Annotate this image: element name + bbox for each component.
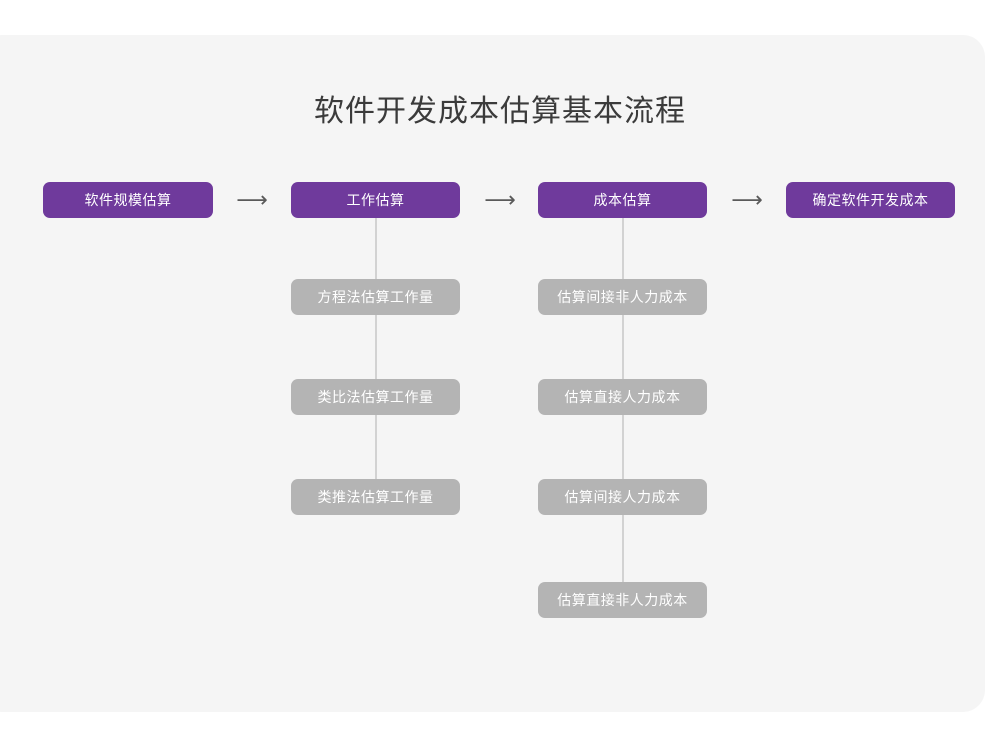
- flow-node-determine-development-cost[interactable]: 确定软件开发成本: [786, 182, 955, 218]
- substep-node-inference-method-effort[interactable]: 类推法估算工作量: [291, 479, 460, 515]
- flow-node-cost-estimation[interactable]: 成本估算: [538, 182, 707, 218]
- arrow-right-icon-1: ⟶: [236, 187, 268, 212]
- substep-node-indirect-labor-cost[interactable]: 估算间接人力成本: [538, 479, 707, 515]
- substep-node-direct-labor-cost[interactable]: 估算直接人力成本: [538, 379, 707, 415]
- page-title: 软件开发成本估算基本流程: [314, 95, 686, 128]
- substep-node-analogy-method-effort[interactable]: 类比法估算工作量: [291, 379, 460, 415]
- substep-node-equation-method-effort[interactable]: 方程法估算工作量: [291, 279, 460, 315]
- diagram-card: [0, 35, 985, 712]
- connector-line-work-estimation: [375, 218, 377, 500]
- flow-node-work-estimation[interactable]: 工作估算: [291, 182, 460, 218]
- flow-node-software-size-estimation[interactable]: 软件规模估算: [43, 182, 213, 218]
- arrow-right-icon-3: ⟶: [731, 187, 763, 212]
- substep-node-direct-nonlabor-cost[interactable]: 估算直接非人力成本: [538, 582, 707, 618]
- substep-node-indirect-nonlabor-cost[interactable]: 估算间接非人力成本: [538, 279, 707, 315]
- arrow-right-icon-2: ⟶: [484, 187, 516, 212]
